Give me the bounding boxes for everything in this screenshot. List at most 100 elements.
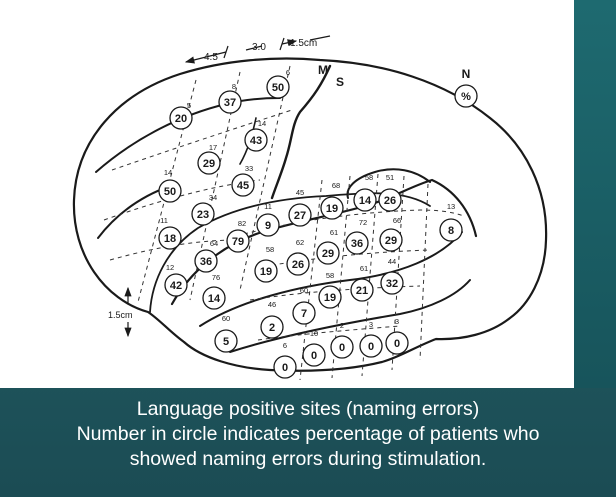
site-percent: 37 [224,97,236,109]
site-circle [197,151,221,175]
site-patient-count: 60 [222,314,230,323]
site-circle [202,286,226,310]
site-circle [385,331,409,355]
legend-percent: % [461,91,471,103]
label-m: M [318,63,328,77]
site-percent: 21 [356,285,368,297]
site-a7: 45 33 [231,164,255,197]
site-percent: 20 [175,113,187,125]
site-patient-count: 2 [340,321,344,330]
side-scale-label: 1.5cm [108,310,133,320]
site-circle [254,259,278,283]
site-circle [286,252,310,276]
site-percent: 79 [232,236,244,248]
site-percent: 43 [250,135,262,147]
site-patient-count: 33 [245,164,253,173]
site-a11: 36 64 [194,239,218,273]
site-patient-count: 10 [310,329,318,338]
site-circle [218,90,242,114]
site-percent: 7 [301,308,307,320]
site-percent: 29 [203,158,215,170]
site-patient-count: 51 [386,173,394,182]
site-percent: 32 [386,278,398,290]
site-patient-count: 61 [330,228,338,237]
site-circle [214,329,238,353]
site-a31: 06 [273,341,297,379]
site-circle [439,218,463,242]
superior-temporal-sulcus [199,231,463,327]
site-percent: 19 [324,292,336,304]
site-patient-count: 44 [388,257,396,266]
site-percent: 45 [237,180,249,192]
site-patient-count: 60 [300,286,308,295]
central-sulcus [270,64,332,200]
site-circle [318,285,342,309]
site-patient-count: 14 [258,119,266,128]
site-percent: 5 [223,336,229,348]
site-percent: 2 [269,322,275,334]
site-percent: 36 [200,256,212,268]
site-percent: 26 [292,259,304,271]
site-percent: 0 [282,362,288,374]
site-a34: 03 [359,320,383,358]
site-percent: 14 [359,195,372,207]
site-circle [378,188,402,212]
site-a17: 26 51 [378,173,402,212]
site-circle [292,301,316,325]
site-patient-count: 64 [210,239,218,248]
site-percent: 42 [170,280,182,292]
label-s: S [336,75,344,89]
inferior-temporal-sulcus [229,279,471,353]
site-a12: 42 12 [164,263,188,297]
site-a35: 03 [385,317,409,355]
site-a18: 813 [439,202,463,242]
site-percent: 27 [294,210,306,222]
site-percent: 8 [448,225,454,237]
site-a33: 02 [330,321,354,359]
site-circle [302,343,326,367]
site-patient-count: 46 [268,300,276,309]
site-circle [273,355,297,379]
site-percent: 26 [384,195,396,207]
site-circle [316,241,340,265]
superior-frontal-sulcus [95,97,281,173]
site-circle [169,106,193,130]
scale-label-right: 1.5cm [290,38,317,49]
caption-line-3: showed naming errors during stimulation. [129,448,487,470]
site-a3: 506 [266,68,290,99]
site-circle [158,179,182,203]
site-percent: 29 [322,248,334,260]
site-circle [350,278,374,302]
site-patient-count: 11 [160,216,168,225]
site-a13: 911 [256,202,280,237]
legend-circle [454,84,478,108]
site-a4: 43 14 [244,119,268,152]
site-circle [256,213,280,237]
site-patient-count: 12 [166,263,174,272]
site-circle [345,231,369,255]
site-a30: 5 60 [214,314,238,353]
site-circle [244,128,268,152]
site-patient-count: 82 [238,219,246,228]
site-patient-count: 5 [187,101,191,110]
site-patient-count: 11 [264,202,272,211]
site-a10: 79 82 [226,219,250,253]
site-percent: 18 [164,233,176,245]
site-circle [191,202,215,226]
site-circle [164,273,188,297]
site-circle [158,226,182,250]
site-patient-count: 17 [209,143,217,152]
site-patient-count: 61 [360,264,368,273]
site-patient-count: 76 [212,273,220,282]
accent-strip [574,0,616,388]
site-circle [320,196,344,220]
